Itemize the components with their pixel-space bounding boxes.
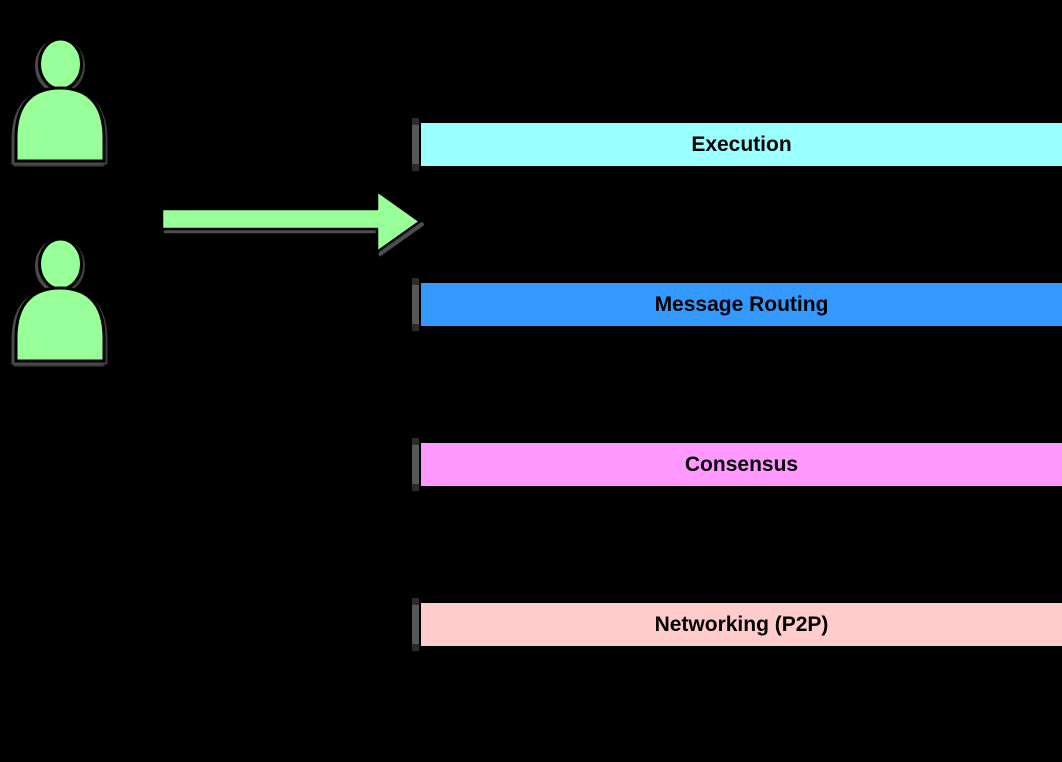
- layer-label: Networking (P2P): [654, 612, 829, 636]
- layer-bar-execution: Execution: [421, 123, 1062, 166]
- layer-tick: [412, 118, 419, 171]
- person-body: [14, 286, 106, 363]
- person-body: [14, 86, 106, 163]
- layer-label: Execution: [691, 132, 792, 156]
- layer-bar-consensus: Consensus: [421, 443, 1062, 486]
- layer-label: Message Routing: [654, 292, 829, 316]
- person-head: [38, 37, 83, 91]
- arrow-shape: [160, 189, 422, 254]
- person-icon: [14, 237, 106, 363]
- layer-label: Consensus: [684, 452, 799, 476]
- person-head: [38, 237, 83, 291]
- layer-tick: [412, 598, 419, 651]
- layer-bar-networking: Networking (P2P): [421, 603, 1062, 646]
- layer-tick: [412, 438, 419, 491]
- person-icon: [14, 37, 106, 163]
- arrow-right-icon: [160, 189, 422, 254]
- layer-tick: [412, 278, 419, 331]
- layer-bar-message-routing: Message Routing: [421, 283, 1062, 326]
